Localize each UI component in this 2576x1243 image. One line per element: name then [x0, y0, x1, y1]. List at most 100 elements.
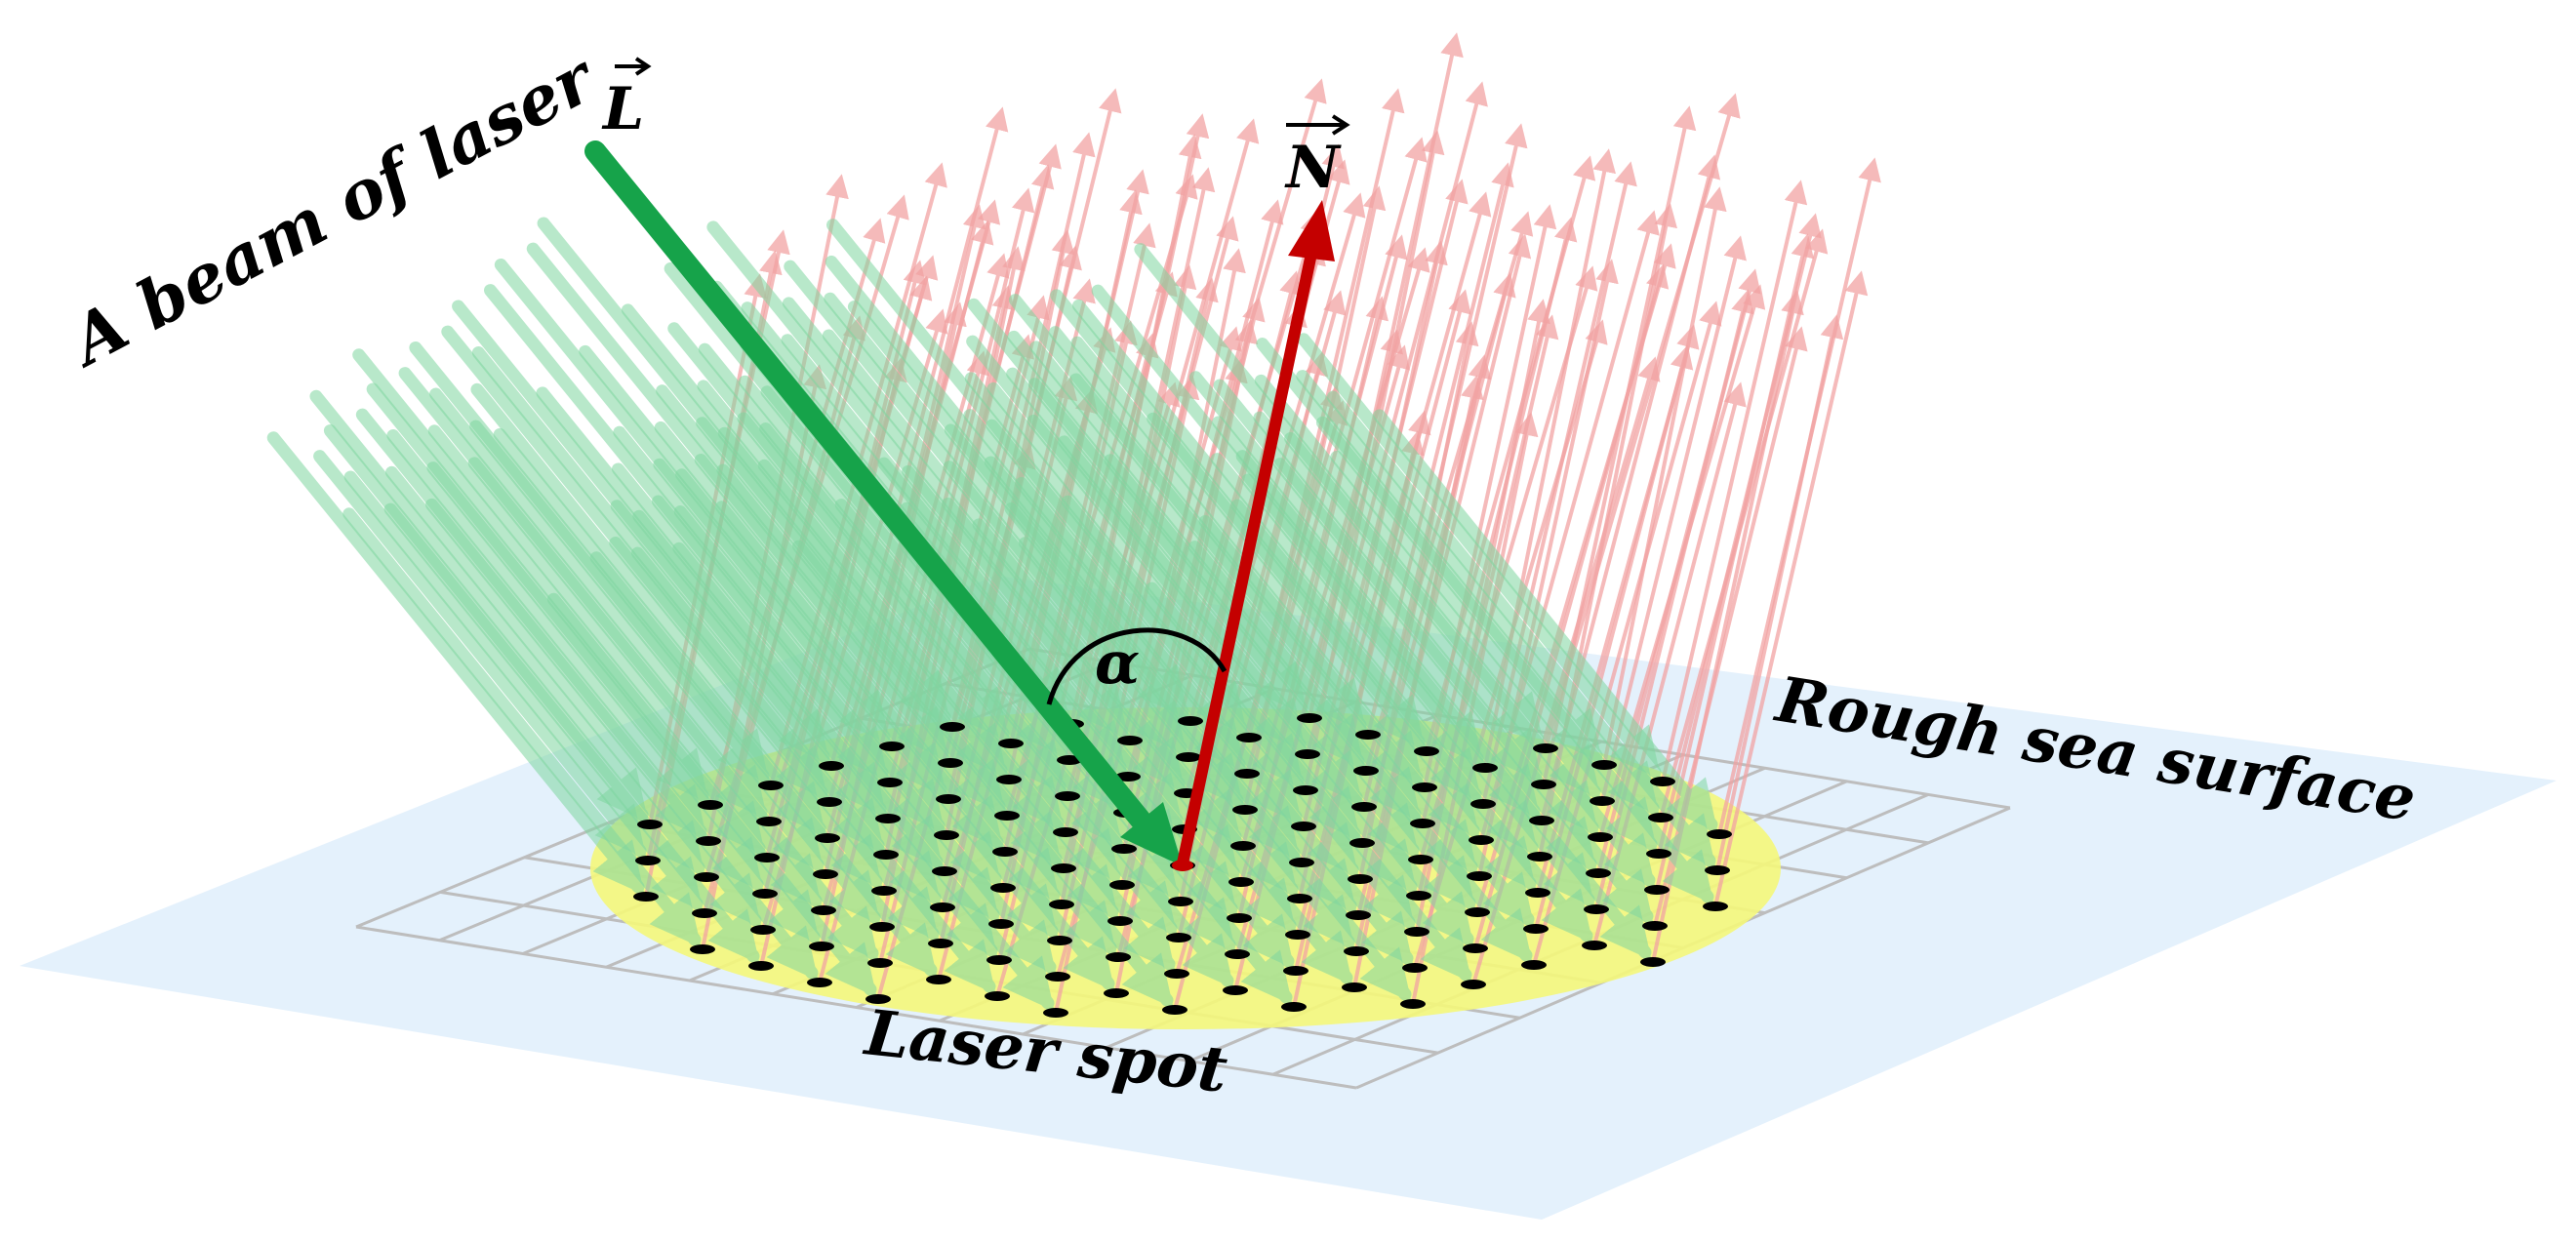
incident-ray [386, 429, 764, 893]
sample-point [694, 872, 719, 882]
incident-ray [1187, 541, 1533, 964]
sample-point [819, 761, 844, 771]
sample-point [992, 847, 1018, 857]
sample-point [940, 722, 965, 732]
sample-point [1588, 832, 1613, 842]
sample-point [1348, 874, 1373, 884]
sample-point [1293, 785, 1318, 795]
incident-ray [942, 497, 1297, 934]
incident-ray [610, 500, 942, 906]
incident-ray [943, 461, 1299, 898]
incident-ray [470, 382, 883, 890]
sample-point [1295, 749, 1320, 759]
sample-point [633, 892, 659, 902]
incident-ray [1198, 515, 1535, 928]
incident-ray [1315, 416, 1714, 905]
sample-point [1176, 752, 1201, 762]
normal-ray [1602, 186, 1727, 766]
sample-point [758, 781, 784, 790]
sample-point [809, 942, 834, 951]
sample-point [1531, 780, 1556, 789]
sample-point [1344, 946, 1369, 956]
sample-point [1178, 716, 1203, 726]
incident-ray [902, 464, 1240, 881]
incident-vector-arrowhead [1120, 802, 1183, 866]
sample-point [936, 794, 961, 804]
sample-point [1111, 844, 1137, 854]
incident-rays [266, 217, 1718, 1012]
incident-ray [609, 536, 940, 942]
sample-point [1353, 766, 1379, 776]
sample-point [807, 978, 832, 987]
sample-point [985, 991, 1010, 1001]
incident-ray [1326, 390, 1716, 869]
sample-point [1590, 796, 1615, 806]
sample-point [1582, 941, 1607, 950]
sample-point [1644, 885, 1670, 895]
incident-ray [1297, 333, 1662, 781]
incident-ray [1058, 435, 1474, 947]
sample-point [1646, 849, 1671, 859]
incident-ray [653, 458, 1002, 887]
incident-ray [651, 495, 1000, 923]
svg-text:L: L [601, 75, 644, 143]
sample-point [1527, 852, 1552, 862]
incident-ray [1061, 495, 1416, 931]
sample-point [637, 820, 663, 829]
sample-point [1467, 871, 1492, 881]
sample-point [1406, 891, 1431, 901]
vector-arrow-icon [1286, 114, 1350, 136]
normal-ray [1713, 270, 1869, 907]
normal-vector-arrowhead [1288, 200, 1335, 261]
sample-point [1107, 916, 1133, 926]
sample-point [1412, 782, 1437, 792]
sample-point [875, 814, 901, 823]
incident-vector-label: L [601, 57, 652, 143]
sample-point [873, 850, 899, 860]
sample-point [1166, 933, 1191, 942]
incident-ray [266, 431, 645, 896]
incident-ray [384, 465, 762, 929]
incident-ray [1104, 454, 1476, 911]
incident-ray [694, 453, 1061, 903]
incident-ray [1284, 432, 1656, 889]
svg-text:N: N [1284, 134, 1342, 202]
sample-point [748, 961, 774, 971]
sample-point [1650, 777, 1675, 786]
sample-point [930, 902, 955, 912]
sample-point [1045, 972, 1070, 982]
sample-point [1234, 769, 1260, 779]
incident-ray [313, 450, 647, 860]
incident-ray [632, 509, 998, 959]
sample-point [692, 908, 717, 918]
sample-point [1521, 960, 1547, 970]
sample-point [990, 883, 1016, 893]
incident-ray [1254, 374, 1601, 800]
incident-ray [1330, 450, 1658, 853]
sample-point [1225, 949, 1250, 959]
sample-point [1055, 791, 1080, 801]
sample-point [1223, 985, 1248, 995]
incident-ray [1296, 370, 1660, 817]
incident-ray [1210, 453, 1539, 856]
sample-point [1227, 913, 1252, 923]
incident-ray [1235, 450, 1652, 961]
sample-point [1525, 888, 1550, 898]
normal-ray [1661, 180, 1808, 782]
incident-ray [900, 501, 1238, 917]
incident-ray [630, 546, 996, 995]
sample-point [1349, 838, 1375, 848]
sample-point [1291, 822, 1316, 831]
sample-point [756, 817, 782, 826]
sample-point [750, 925, 776, 935]
sample-point [986, 955, 1012, 965]
sample-point [1529, 816, 1554, 825]
incident-ray [672, 541, 1055, 1012]
sample-point [867, 958, 893, 968]
sample-point [1109, 880, 1135, 890]
sample-point [1297, 713, 1322, 723]
incident-ray [1146, 581, 1472, 983]
normal-ray [1715, 314, 1844, 871]
sample-point [1049, 900, 1074, 909]
